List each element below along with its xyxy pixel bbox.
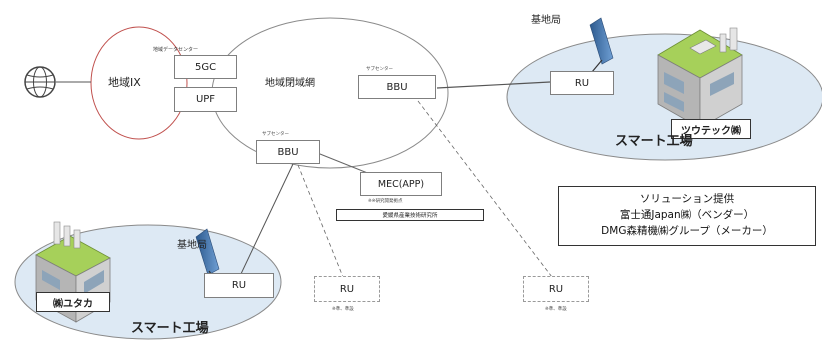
upf-box: UPF [174, 87, 237, 112]
bbu-top: BBU [358, 75, 436, 99]
factory-icon [657, 27, 743, 129]
link-bbu-left-ru-mid [297, 164, 346, 283]
bbu-left: BBU [256, 140, 320, 164]
solution-line-3: DMG森精機㈱グループ（メーカー） [601, 224, 773, 237]
solution-box: ソリューション提供 富士通Japan㈱（ベンダー） DMG森精機㈱グループ（メー… [558, 186, 816, 246]
mec-box: MEC(APP) [360, 172, 442, 196]
ru-mid-note: ※準、準設 [332, 307, 354, 312]
link-bbu-top-ru-far [417, 100, 556, 282]
sub-center-left-label: サブセンター [262, 132, 289, 137]
solution-line-1: ソリューション提供 [639, 193, 735, 206]
antenna-icon [589, 17, 614, 73]
solution-line-2: 富士通Japan㈱（ベンダー） [619, 209, 755, 222]
ru-right: RU [550, 71, 614, 95]
factory-right-name: ツウテック㈱ [671, 119, 751, 139]
factory-left-name: ㈱ユタカ [36, 292, 110, 312]
base-station-top-label: 基地局 [531, 15, 561, 26]
fivegc-box: 5GC [174, 55, 237, 79]
base-station-left-label: 基地局 [177, 240, 207, 251]
ru-far-note: ※準、準設 [545, 307, 567, 312]
mec-note: ※※研究開発拠点 [368, 199, 403, 204]
smart-factory-right-label: スマート工場 [615, 134, 693, 149]
regional-net-label: 地域閉域網 [265, 78, 315, 89]
research-lab-label: 愛媛県産業技術研究所 [336, 209, 484, 221]
smart-factory-left-label: スマート工場 [131, 321, 209, 336]
regional-ix [90, 26, 188, 140]
link-bbu-left-ru-left [239, 163, 294, 277]
ru-far: RU [523, 276, 589, 302]
regional-dc-label: 地域データセンター [153, 47, 199, 53]
link-bbu-left-mec [309, 149, 376, 177]
sub-center-top-label: サブセンター [366, 67, 393, 72]
link-bbu-top-ru-right [436, 81, 551, 89]
ru-left: RU [204, 273, 274, 298]
ru-mid: RU [314, 276, 380, 302]
regional-ix-label: 地域IX [108, 76, 141, 89]
globe-icon [24, 66, 56, 98]
